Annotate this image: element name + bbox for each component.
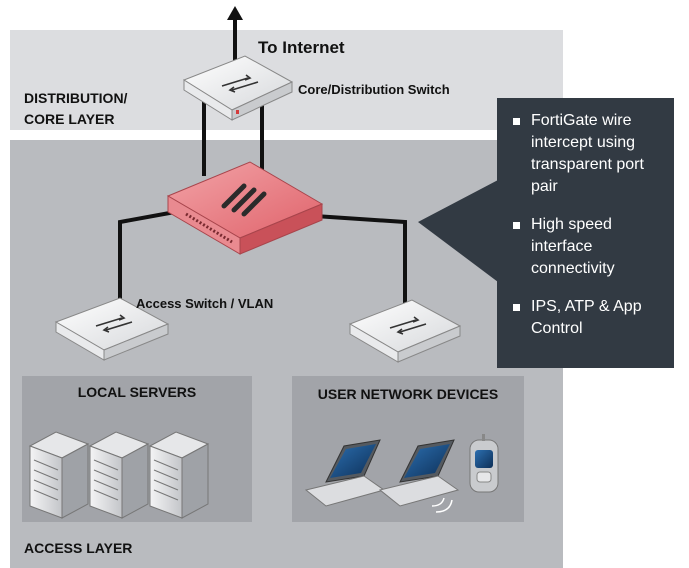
internet-arrow-icon — [227, 6, 243, 20]
core-switch-icon — [182, 55, 294, 121]
access-link-left — [118, 210, 176, 308]
mobile-phone-icon — [469, 434, 499, 493]
core-switch-label: Core/Distribution Switch — [298, 82, 450, 97]
user-devices-label: USER NETWORK DEVICES — [317, 386, 499, 402]
bullet-icon — [513, 222, 520, 229]
access-link-right — [299, 213, 407, 312]
connection-lines — [118, 18, 407, 312]
feature-text: IPS, ATP & App Control — [531, 298, 642, 337]
local-servers-label: LOCAL SERVERS — [77, 384, 197, 400]
callout-pointer — [418, 180, 498, 282]
laptop-icon — [378, 439, 460, 507]
feature-item: IPS, ATP & App Control — [513, 296, 666, 340]
bullet-icon — [513, 118, 520, 125]
feature-item: FortiGate wire intercept using transpare… — [513, 110, 666, 198]
feature-callout: FortiGate wire intercept using transpare… — [497, 98, 674, 368]
access-switch-label: Access Switch / VLAN — [136, 296, 274, 311]
access-layer-label: ACCESS LAYER — [24, 540, 133, 556]
to-internet-label: To Internet — [258, 38, 345, 57]
feature-text: High speed interface connectivity — [531, 216, 615, 277]
feature-item: High speed interface connectivity — [513, 214, 666, 280]
server-icon — [28, 431, 90, 519]
access-switch-right-icon — [348, 299, 462, 363]
feature-text: FortiGate wire intercept using transpare… — [531, 112, 644, 195]
wireless-signal-icon — [431, 497, 453, 513]
bullet-icon — [513, 304, 520, 311]
server-icon — [88, 431, 150, 519]
server-icon — [148, 431, 210, 519]
access-switch-left-icon — [54, 297, 170, 361]
feature-list: FortiGate wire intercept using transpare… — [497, 98, 674, 340]
fortigate-icon — [166, 161, 324, 255]
laptop-icon — [304, 439, 386, 507]
distribution-layer-label: DISTRIBUTION/ CORE LAYER — [24, 90, 128, 127]
